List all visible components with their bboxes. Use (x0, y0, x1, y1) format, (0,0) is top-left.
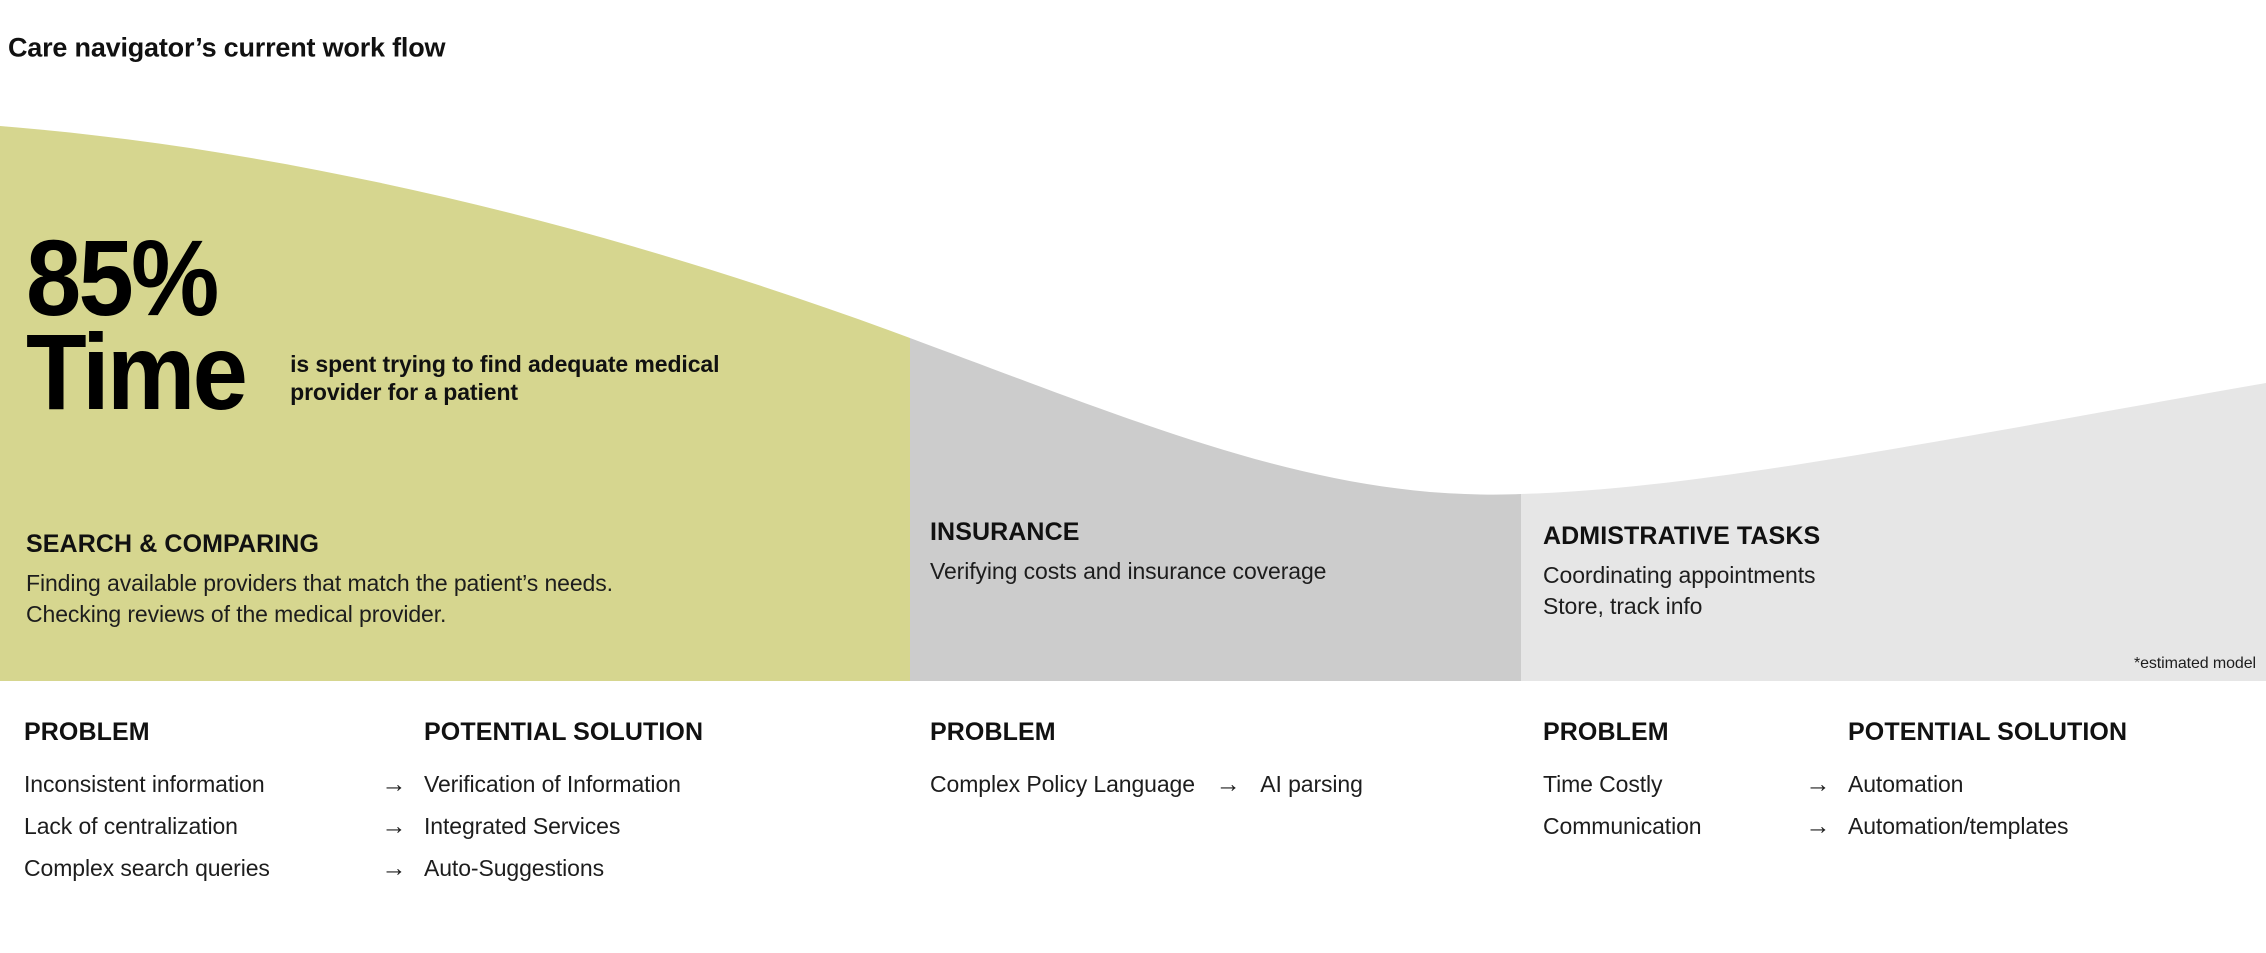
arrow-right-icon: → (1805, 770, 1831, 798)
problem-text: Inconsistent information (24, 771, 265, 797)
band-shape-insurance (910, 338, 1521, 681)
problem-solution-row: Communication → Automation/templates (1543, 812, 2127, 842)
stage-title-insurance: INSURANCE (930, 518, 1080, 546)
solution-text: Auto-Suggestions (424, 854, 604, 881)
headline-statistic: 85% Time is spent trying to find adequat… (26, 217, 886, 433)
heading-potential-solution: POTENTIAL SOLUTION (1848, 718, 2128, 746)
problem-solution-rows: Inconsistent information → Verification … (24, 770, 703, 884)
page-title: Care navigator’s current work flow (8, 32, 446, 63)
heading-potential-solution: POTENTIAL SOLUTION (424, 718, 704, 746)
solution-text: Integrated Services (424, 812, 621, 839)
problem-text: Complex search queries (24, 854, 270, 881)
problem-text: Lack of centralization (24, 812, 238, 839)
stage-block-admin: ADMISTRATIVE TASKS Coordinating appointm… (1543, 522, 2183, 623)
stage-desc-insurance-line1: Verifying costs and insurance coverage (930, 558, 1327, 584)
problem-solution-row: Time Costly → Automation (1543, 770, 2127, 800)
solution-text: Automation/templates (1848, 812, 2069, 839)
stage-title-admin: ADMISTRATIVE TASKS (1543, 522, 1821, 550)
problem-text: Communication (1543, 812, 1702, 839)
arrow-right-icon: → (381, 770, 407, 798)
problem-solution-headings: PROBLEM POTENTIAL SOLUTION (1543, 718, 2127, 747)
stage-desc-admin-line2: Store, track info (1543, 593, 1703, 620)
problem-solution-row: Complex search queries → Auto-Suggestion… (24, 854, 703, 884)
problem-solution-rows: Complex Policy Language → AI parsing (930, 770, 1363, 800)
problem-solution-group-search: PROBLEM POTENTIAL SOLUTION Inconsistent … (24, 718, 703, 896)
stat-caption: is spent trying to find adequate medical… (290, 350, 720, 405)
stage-desc-search-line2: Checking reviews of the medical provider… (26, 601, 447, 628)
problem-solution-group-admin: PROBLEM POTENTIAL SOLUTION Time Costly →… (1543, 718, 2127, 854)
problem-solution-row: Complex Policy Language → AI parsing (930, 770, 1363, 800)
arrow-right-icon: → (381, 811, 407, 840)
arrow-right-icon: → (1215, 770, 1241, 798)
heading-problem: PROBLEM (1543, 718, 1669, 746)
problem-text: Complex Policy Language (930, 771, 1195, 797)
problem-text: Time Costly (1543, 771, 1663, 797)
arrow-right-icon: → (381, 853, 407, 882)
estimated-model-footnote: *estimated model (2133, 655, 2256, 672)
stage-title-search: SEARCH & COMPARING (26, 530, 320, 558)
problem-solution-rows: Time Costly → Automation Communication →… (1543, 770, 2127, 842)
stage-block-insurance: INSURANCE Verifying costs and insurance … (930, 518, 1490, 587)
arrow-right-icon: → (1805, 811, 1831, 840)
solution-text: Verification of Information (424, 771, 681, 797)
stage-block-search: SEARCH & COMPARING Finding available pro… (26, 530, 866, 631)
stage-desc-admin-line1: Coordinating appointments (1543, 562, 1816, 588)
problem-solution-row: Lack of centralization → Integrated Serv… (24, 812, 703, 842)
problem-solution-headings: PROBLEM POTENTIAL SOLUTION (24, 718, 703, 747)
solution-text: AI parsing (1260, 771, 1363, 797)
solution-text: Automation (1848, 771, 1964, 797)
stage-desc-search-line1: Finding available providers that match t… (26, 570, 613, 596)
problem-solution-row: Inconsistent information → Verification … (24, 770, 703, 800)
stat-percent-label: Time (26, 311, 248, 433)
heading-problem: PROBLEM (930, 718, 1056, 746)
problem-solution-group-insurance: PROBLEM Complex Policy Language → AI par… (930, 718, 1363, 812)
heading-problem: PROBLEM (24, 718, 150, 746)
problem-solution-headings: PROBLEM (930, 718, 1363, 747)
stat-percent-value: 85% (26, 217, 219, 338)
